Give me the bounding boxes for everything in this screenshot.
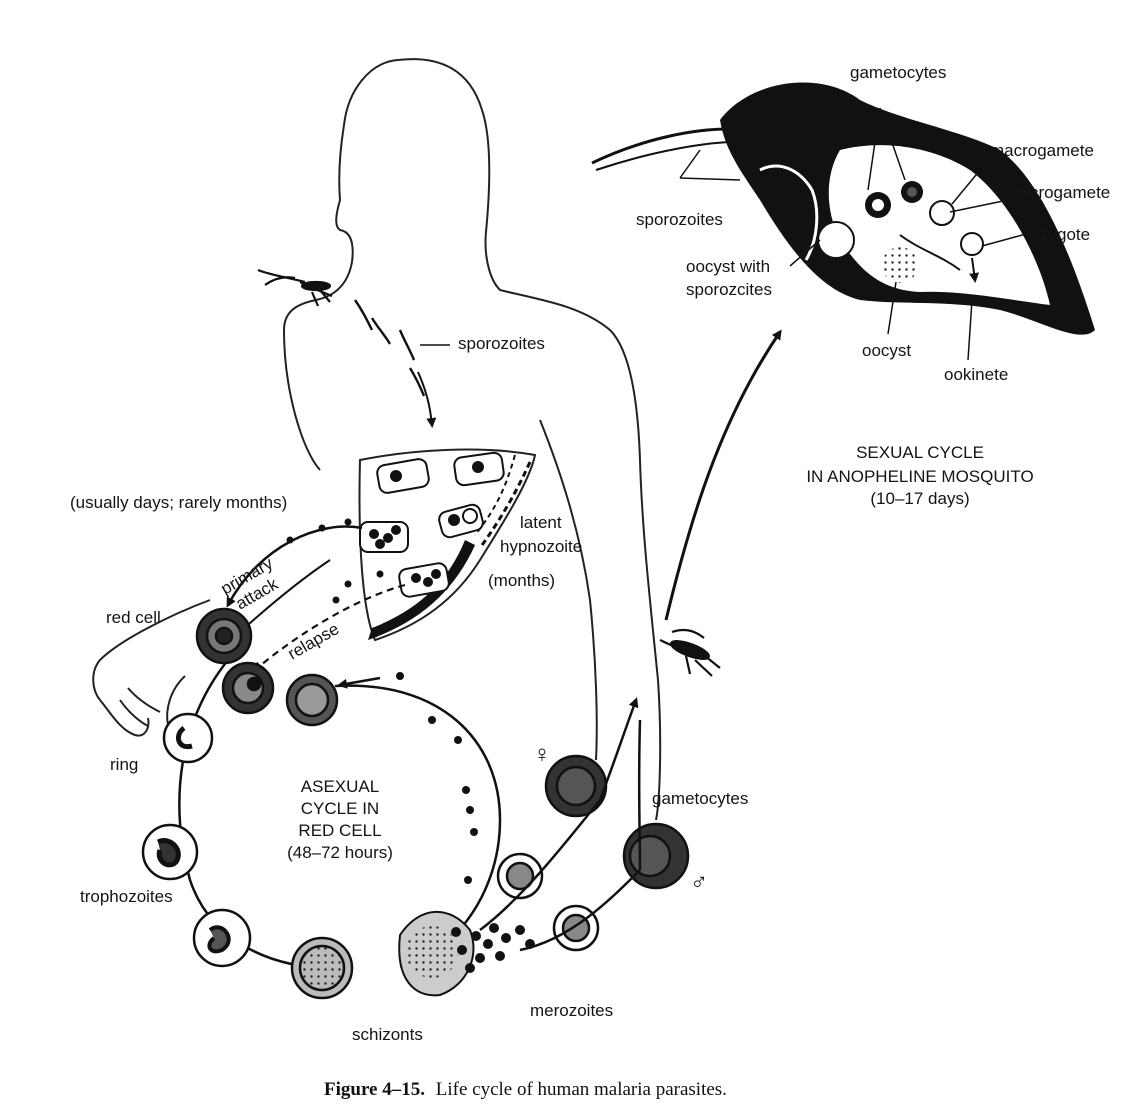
label-usually-days: (usually days; rarely months) [70, 493, 287, 512]
label-ring: ring [110, 755, 138, 774]
mosquito-side-icon [660, 630, 720, 676]
to-mosquito-arrow [666, 332, 780, 620]
gametocyte-arrow-male [639, 720, 640, 870]
label-trophozoites: trophozoites [80, 887, 173, 906]
figure-caption: Figure 4–15. Life cycle of human malaria… [324, 1079, 727, 1100]
sporozoite-arrow [418, 372, 432, 425]
cycle-merozoite-dots [396, 672, 478, 884]
label-latent: latent [520, 513, 562, 532]
mosquito-shoulder-icon [258, 270, 332, 306]
label-zygote: zygote [1040, 225, 1090, 244]
label-hypnozoite: hypnozoite [500, 537, 582, 556]
sporozoite-squiggles [355, 300, 424, 396]
label-schizonts: schizonts [352, 1025, 423, 1044]
label-macrogamete: macrogamete [990, 141, 1094, 160]
female-symbol: ♀ [533, 741, 551, 768]
sexual-line-1: SEXUAL CYCLE [856, 443, 984, 462]
label-sporozoites-mosquito: sporozoites [636, 210, 723, 229]
figure-caption-text: Life cycle of human malaria parasites. [436, 1079, 727, 1100]
label-merozoites: merozoites [530, 1001, 613, 1020]
human-silhouette [284, 59, 660, 820]
label-gametocytes-mosquito: gametocytes [850, 63, 946, 82]
asexual-line-2: CYCLE IN [301, 799, 379, 818]
label-oocyst-with-2: sporozcites [686, 280, 772, 299]
asexual-line-1: ASEXUAL [301, 777, 379, 796]
label-oocyst-with-1: oocyst with [686, 257, 770, 276]
asexual-line-4: (48–72 hours) [287, 843, 393, 862]
label-relapse: relapse [285, 619, 343, 663]
label-microgamete: microgamete [1012, 183, 1110, 202]
male-symbol: ♂ [690, 869, 708, 896]
mosquito-gut [592, 83, 1095, 335]
label-red-cell: red cell [106, 608, 161, 627]
label-sporozoites-human: sporozoites [458, 334, 545, 353]
label-gametocytes-human: gametocytes [652, 789, 748, 808]
sexual-line-2: IN ANOPHELINE MOSQUITO [806, 467, 1033, 486]
asexual-line-3: RED CELL [298, 821, 381, 840]
gametocyte-arrow-female [600, 700, 636, 800]
label-oocyst: oocyst [862, 341, 911, 360]
figure-number: Figure 4–15. [324, 1079, 425, 1100]
label-ookinete: ookinete [944, 365, 1008, 384]
asexual-cycle-arrow [340, 678, 380, 685]
label-months: (months) [488, 571, 555, 590]
sexual-line-3: (10–17 days) [870, 489, 969, 508]
